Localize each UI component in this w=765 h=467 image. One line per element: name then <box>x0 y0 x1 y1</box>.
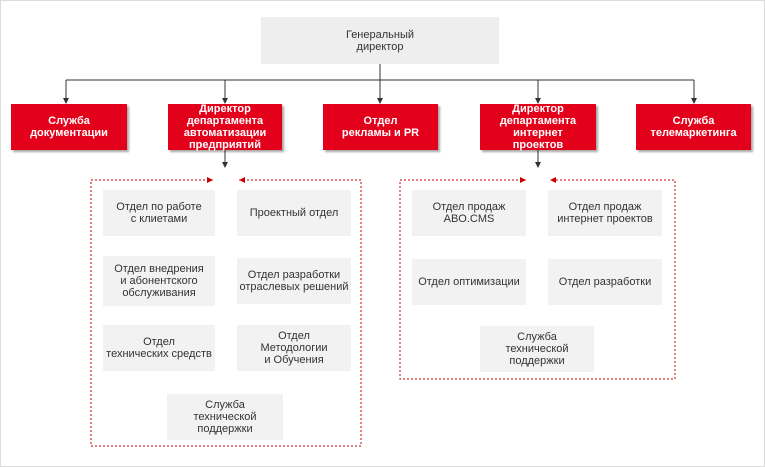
node-label: Отдел продаж ABO.CMS <box>432 201 506 225</box>
right-group-bracket <box>399 179 676 380</box>
node-left-support-service: Служба технической поддержки <box>167 394 283 440</box>
node-label: Отдел Методологии и Обучения <box>260 330 328 366</box>
node-label: Служба документации <box>30 115 108 139</box>
node-documentation-service: Служба документации <box>11 104 127 150</box>
node-technical-means-department: Отдел технических средств <box>103 325 215 371</box>
node-methodology-department: Отдел Методологии и Обучения <box>237 325 351 371</box>
node-label: Отдел разработки отраслевых решений <box>239 269 349 293</box>
node-development-department: Отдел разработки <box>548 259 662 305</box>
node-implementation-department: Отдел внедрения и абонентского обслужива… <box>103 256 215 306</box>
node-label: Служба технической поддержки <box>193 399 257 435</box>
node-label: Служба технической поддержки <box>505 331 569 367</box>
node-label: Отдел по работе с клиетами <box>116 201 202 225</box>
node-optimization-department: Отдел оптимизации <box>412 259 526 305</box>
node-label: Отдел внедрения и абонентского обслужива… <box>114 263 204 299</box>
node-label: Директор департамента автоматизации пред… <box>183 103 267 151</box>
node-internet-director: Директор департамента интернет проектов <box>480 103 596 151</box>
node-label: Отдел оптимизации <box>418 276 520 288</box>
left-group-bracket <box>90 179 362 447</box>
node-label: Проектный отдел <box>249 207 339 219</box>
node-general-director: Генеральный директор <box>261 17 499 64</box>
node-client-department: Отдел по работе с клиетами <box>103 190 215 236</box>
node-abo-cms-sales: Отдел продаж ABO.CMS <box>412 190 526 236</box>
node-label: Директор департамента интернет проектов <box>499 103 577 151</box>
node-label: Генеральный директор <box>345 28 415 53</box>
node-advertising-pr: Отдел рекламы и PR <box>323 104 438 150</box>
node-telemarketing-service: Служба телемаркетинга <box>636 104 751 150</box>
node-project-department: Проектный отдел <box>237 190 351 236</box>
node-internet-projects-sales: Отдел продаж интернет проектов <box>548 190 662 236</box>
node-automation-director: Директор департамента автоматизации пред… <box>168 103 282 151</box>
node-right-support-service: Служба технической поддержки <box>480 326 594 372</box>
node-label: Отдел технических средств <box>106 336 212 360</box>
node-industry-solutions-department: Отдел разработки отраслевых решений <box>237 258 351 304</box>
node-label: Отдел рекламы и PR <box>341 115 420 139</box>
node-label: Отдел продаж интернет проектов <box>557 201 653 225</box>
node-label: Отдел разработки <box>558 276 652 288</box>
node-label: Служба телемаркетинга <box>650 115 737 139</box>
